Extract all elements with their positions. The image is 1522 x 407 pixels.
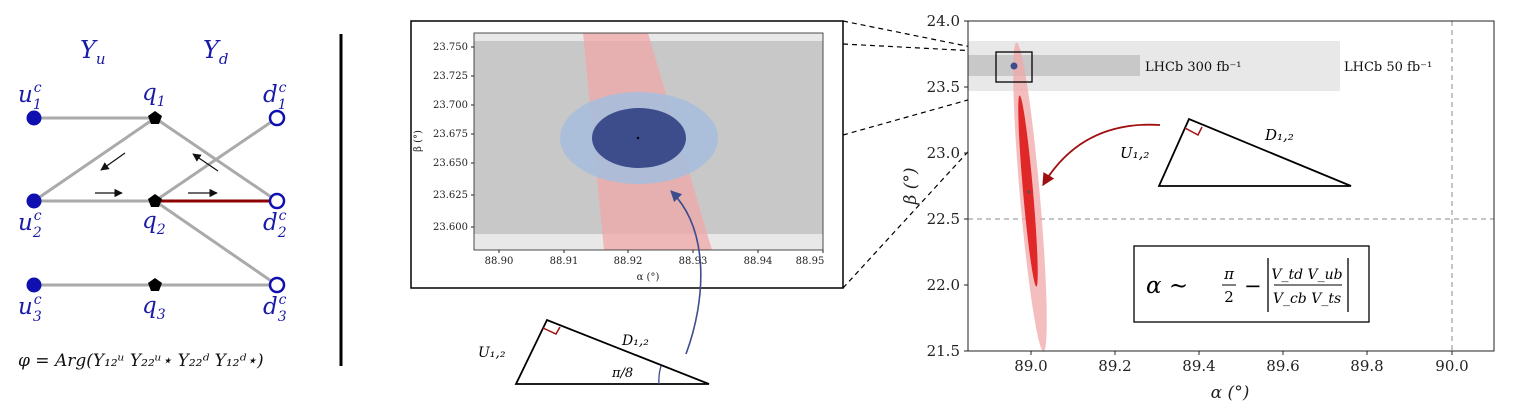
- main-plot: LHCb 300 fb⁻¹ LHCb 50 fb⁻¹ 89.0 89.2 89.…: [901, 12, 1495, 403]
- label-u2: u2c: [18, 208, 42, 241]
- inset-x-ticks: 88.90 88.91 88.92 88.93 88.94 88.95: [485, 250, 825, 267]
- inset-ytick: 23.700: [433, 100, 468, 111]
- alpha-formula-box: α ∼ π 2 − V_td V_ub V_cb V_ts: [1133, 245, 1370, 323]
- angle-arc: [658, 365, 662, 385]
- inset-xtick: 88.94: [744, 256, 773, 267]
- formula-numerator: V_td V_ub: [1271, 267, 1342, 283]
- main-ytick: 23.5: [927, 78, 960, 96]
- main-ytick: 24.0: [927, 12, 960, 30]
- inset-xtick: 88.93: [679, 256, 708, 267]
- node-d1: [268, 109, 286, 127]
- inset-xtick: 88.90: [485, 256, 514, 267]
- edge-q2-d1: [154, 116, 278, 203]
- inset-y-ticks: 23.750 23.725 23.700 23.675 23.650 23.62…: [433, 42, 474, 233]
- main-x-ticks: 89.0 89.2 89.4 89.6 89.8 90.0: [1014, 351, 1469, 375]
- label-d2: d2c: [263, 208, 287, 241]
- formula-lhs: α ∼: [1146, 273, 1188, 299]
- right-angle-marker: [1184, 126, 1203, 137]
- inset-u12-label: U₁,₂: [478, 345, 506, 361]
- inset-pi8-label: π/8: [611, 366, 633, 381]
- arrow-to-red-contour: [1042, 123, 1161, 187]
- inset-axes-border: [473, 32, 824, 251]
- main-ytick: 22.0: [927, 276, 960, 294]
- label-q1: q1: [142, 80, 166, 110]
- inset-ytick: 23.675: [433, 129, 468, 140]
- lhcb300-label: LHCb 300 fb⁻¹: [1145, 60, 1242, 75]
- inset-ytick: 23.725: [433, 71, 468, 82]
- label-d3: d3c: [263, 292, 287, 325]
- blue-point: [1010, 62, 1018, 70]
- edge-q2-d3: [154, 199, 278, 287]
- yu-label: Yu: [80, 36, 106, 68]
- inset-ytick: 23.625: [433, 190, 468, 201]
- main-ylabel: β (°): [901, 168, 921, 206]
- main-ytick: 21.5: [927, 342, 960, 360]
- main-ytick: 22.5: [927, 210, 960, 228]
- node-q1: [148, 111, 162, 124]
- formula-denominator: V_cb V_ts: [1273, 291, 1341, 307]
- main-ytick: 23.0: [927, 144, 960, 162]
- inset-ytick: 23.750: [433, 42, 468, 53]
- arrow-to-inset-ellipse: [670, 190, 702, 355]
- main-xtick: 89.4: [1182, 357, 1215, 375]
- inset-ytick: 23.650: [433, 158, 468, 169]
- node-q3: [148, 278, 162, 291]
- lhcb50-label: LHCb 50 fb⁻¹: [1344, 60, 1432, 75]
- right-angle-marker: [542, 326, 561, 335]
- label-u1: u1c: [18, 80, 42, 113]
- node-u2: [26, 193, 42, 209]
- main-u12-label: U₁,₂: [1120, 144, 1149, 162]
- formula-minus: −: [1244, 274, 1262, 298]
- formula-two: 2: [1224, 288, 1234, 306]
- main-xtick: 89.6: [1266, 357, 1299, 375]
- node-q2: [148, 194, 162, 207]
- yukawa-graph: Yu Yd u1c u2c u3c q1 q2 q3: [18, 36, 287, 371]
- main-xtick: 89.2: [1098, 357, 1131, 375]
- node-d3: [268, 276, 286, 294]
- inset-ylabel: β (°): [413, 130, 424, 152]
- red-central-point: [1027, 190, 1031, 194]
- label-d1: d1c: [263, 80, 287, 113]
- inset-triangle: U₁,₂ D₁,₂ π/8: [478, 318, 710, 385]
- zoom-box: [995, 51, 1033, 83]
- arrow-d2-to-q1: [192, 153, 219, 172]
- arrow-q1-to-u2: [100, 152, 126, 171]
- phase-formula: φ = Arg(Y₁₂ᵘ Y₂₂ᵘ⋆ Y₂₂ᵈ Y₁₂ᵈ⋆): [18, 351, 264, 371]
- label-q3: q3: [142, 293, 166, 323]
- inset-xtick: 88.91: [550, 256, 579, 267]
- inset-xlabel: α (°): [637, 272, 660, 283]
- main-axes-border: [967, 20, 1495, 352]
- inset-xtick: 88.92: [614, 256, 643, 267]
- label-q2: q2: [142, 208, 166, 238]
- node-u3: [26, 277, 42, 293]
- node-d2: [268, 192, 286, 210]
- yd-label: Yd: [203, 36, 228, 68]
- inset-d12-label: D₁,₂: [621, 333, 649, 349]
- band-lhcb300: [968, 55, 1140, 76]
- main-xtick: 89.0: [1014, 357, 1047, 375]
- main-xlabel: α (°): [1211, 383, 1250, 403]
- main-triangle: U₁,₂ D₁,₂: [1120, 117, 1352, 187]
- inset-central-point: [636, 136, 640, 140]
- inset-ytick: 23.600: [433, 222, 468, 233]
- inset-plot: 88.90 88.91 88.92 88.93 88.94 88.95 23.7…: [410, 20, 844, 289]
- main-d12-label: D₁,₂: [1264, 126, 1294, 144]
- inset-xtick: 88.95: [796, 256, 825, 267]
- label-u3: u3c: [18, 292, 42, 325]
- main-y-ticks: 24.0 23.5 23.0 22.5 22.0 21.5: [927, 12, 968, 360]
- main-xtick: 89.8: [1350, 357, 1383, 375]
- edge-u2-q1: [33, 116, 156, 203]
- main-xtick: 90.0: [1435, 357, 1468, 375]
- node-u1: [26, 110, 42, 126]
- formula-pi: π: [1223, 265, 1235, 283]
